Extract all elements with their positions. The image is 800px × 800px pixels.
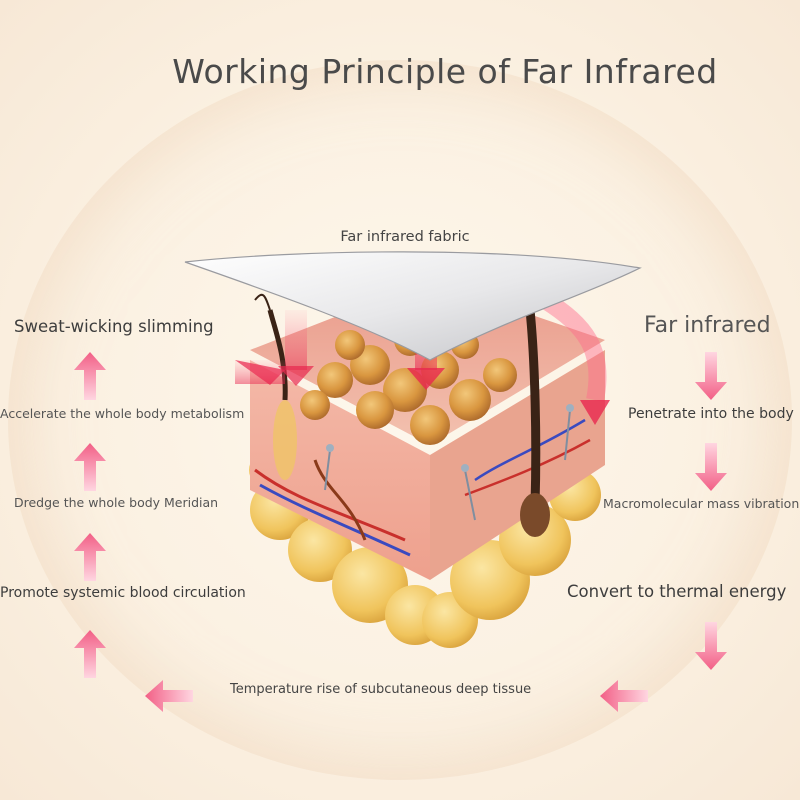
left-arrow-icon xyxy=(600,680,648,712)
down-arrow-icon xyxy=(695,622,727,670)
label-far-infrared: Far infrared xyxy=(644,313,771,338)
up-arrow-icon xyxy=(74,352,106,400)
label-temperature-rise: Temperature rise of subcutaneous deep ti… xyxy=(230,682,532,697)
skin-cross-section-illustration xyxy=(184,251,642,648)
label-penetrate: Penetrate into the body xyxy=(628,406,794,422)
left-arrow-icon xyxy=(145,680,193,712)
label-sweat-wicking: Sweat-wicking slimming xyxy=(14,317,214,336)
up-arrow-icon xyxy=(74,443,106,491)
up-arrow-icon xyxy=(74,533,106,581)
down-arrow-icon xyxy=(695,352,727,400)
label-meridian: Dredge the whole body Meridian xyxy=(14,495,219,510)
fabric-label: Far infrared fabric xyxy=(340,229,470,245)
label-convert-thermal: Convert to thermal energy xyxy=(567,582,787,601)
up-arrow-icon xyxy=(74,630,106,678)
label-metabolism: Accelerate the whole body metabolism xyxy=(0,406,245,421)
label-circulation: Promote systemic blood circulation xyxy=(0,585,246,601)
page-title: Working Principle of Far Infrared xyxy=(172,52,718,91)
down-arrow-icon xyxy=(695,443,727,491)
label-vibration: Macromolecular mass vibration xyxy=(603,496,800,511)
